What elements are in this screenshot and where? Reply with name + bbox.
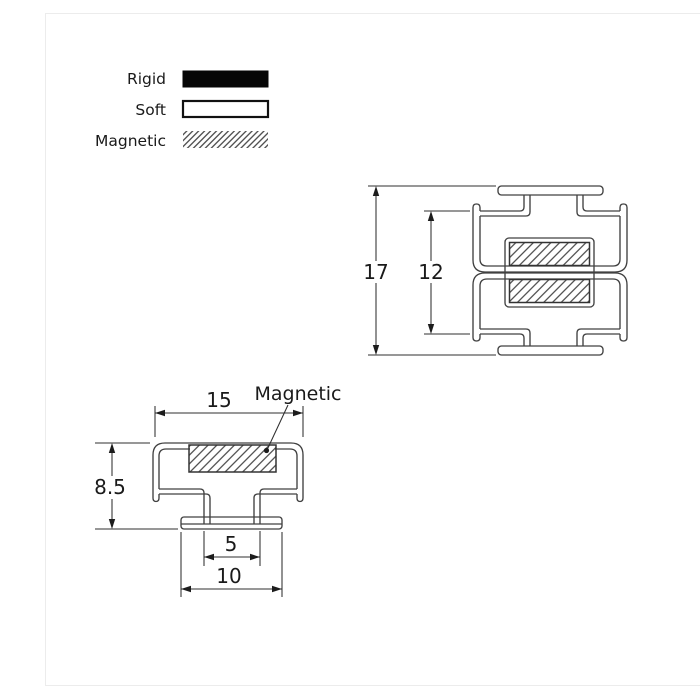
dimension-10-value: 10	[216, 564, 241, 588]
profile-magnet	[188, 444, 277, 473]
page-frame	[45, 13, 700, 686]
profile-wing-l2	[159, 493, 211, 524]
section-bottom-clip-wing-r1	[582, 333, 620, 346]
dimension-8-5-value: 8.5	[94, 475, 126, 499]
profile-body-outer	[152, 442, 304, 503]
magnet-callout-label: Magnetic	[254, 383, 341, 405]
legend-swatch-magnetic	[183, 131, 268, 148]
profile-body-inner-right	[275, 448, 298, 489]
section-magnet-top	[508, 241, 591, 267]
legend-label-rigid: Rigid	[127, 70, 166, 88]
profile-view: Magnetic 15 8.5 5	[94, 383, 342, 597]
section-magnet-bottom	[508, 278, 591, 304]
profile-wing-r1	[259, 488, 297, 524]
dimension-15: 15	[154, 388, 304, 437]
section-top-clip-wing-r2	[576, 195, 620, 217]
legend-label-magnetic: Magnetic	[95, 132, 166, 150]
section-top-clip-wing-r1	[582, 195, 620, 212]
section-bottom-clip-wing-l1	[480, 333, 525, 346]
section-bottom-clip-outer	[472, 272, 628, 342]
dimension-5: 5	[203, 531, 261, 566]
dimension-15-value: 15	[206, 388, 231, 412]
legend-label-soft: Soft	[135, 101, 166, 119]
profile-body-inner-left	[158, 448, 190, 489]
section-top-clip-wing-l1	[480, 195, 525, 212]
profile-wing-r2	[253, 493, 297, 524]
legend-swatch-rigid	[182, 70, 269, 88]
section-top-clip-wing-l2	[480, 195, 531, 217]
magnet-callout-dot	[263, 447, 270, 454]
section-top-plate	[497, 185, 604, 196]
section-magnet-pocket	[504, 237, 595, 308]
dimension-5-value: 5	[225, 532, 238, 556]
legend: Rigid Soft Magnetic	[95, 70, 270, 150]
section-top-clip-outer	[472, 203, 628, 273]
dimension-8-5: 8.5	[94, 442, 178, 530]
section-bottom-clip-wing-r2	[576, 328, 620, 346]
dimension-10: 10	[180, 532, 283, 597]
dimension-17: 17	[363, 185, 496, 356]
legend-swatch-soft	[181, 99, 270, 119]
section-view: 17 12	[363, 185, 628, 356]
profile-wing-l1	[159, 488, 205, 524]
dimension-17-value: 17	[363, 260, 388, 284]
section-bottom-plate	[497, 345, 604, 356]
dimension-12: 12	[418, 210, 470, 335]
dimension-12-value: 12	[418, 260, 443, 284]
profile-base-plate	[180, 516, 283, 530]
section-bottom-clip-wing-l2	[480, 328, 531, 346]
